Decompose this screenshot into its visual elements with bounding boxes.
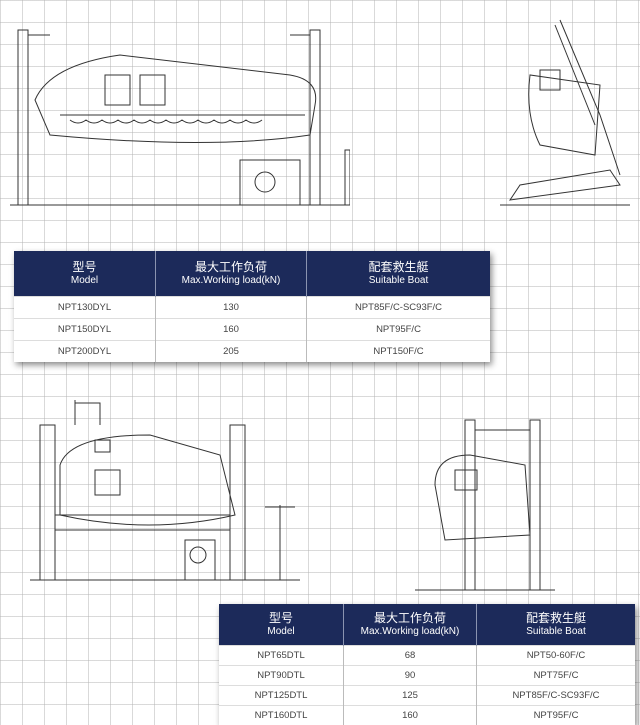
header-zh: 型号 — [220, 611, 342, 626]
cell-model: NPT125DTL — [219, 686, 344, 706]
header-zh: 最大工作负荷 — [345, 611, 475, 626]
cell-boat: NPT75F/C — [477, 666, 636, 686]
cell-load: 160 — [344, 706, 477, 725]
cell-model: NPT150DYL — [14, 319, 156, 341]
header-en: Suitable Boat — [308, 275, 489, 288]
cell-load: 130 — [156, 297, 307, 319]
cell-model: NPT130DYL — [14, 297, 156, 319]
header-en: Model — [15, 275, 154, 288]
cell-model: NPT160DTL — [219, 706, 344, 725]
header-en: Model — [220, 626, 342, 639]
header-zh: 最大工作负荷 — [157, 260, 305, 275]
davit-side-view-drawing-1 — [10, 20, 350, 210]
cell-boat: NPT95F/C — [307, 319, 491, 341]
cell-boat: NPT85F/C-SC93F/C — [477, 686, 636, 706]
cell-load: 90 — [344, 666, 477, 686]
cell-load: 68 — [344, 646, 477, 666]
cell-model: NPT90DTL — [219, 666, 344, 686]
header-en: Max.Working load(kN) — [345, 626, 475, 639]
cell-boat: NPT150F/C — [307, 341, 491, 363]
cell-model: NPT200DYL — [14, 341, 156, 363]
header-en: Suitable Boat — [478, 626, 634, 639]
cell-load: 125 — [344, 686, 477, 706]
cell-model: NPT65DTL — [219, 646, 344, 666]
header-zh: 型号 — [15, 260, 154, 275]
davit-end-view-drawing-1 — [500, 15, 630, 210]
davit-end-view-drawing-2 — [415, 415, 555, 595]
header-zh: 配套救生艇 — [308, 260, 489, 275]
davit-side-view-drawing-2 — [30, 395, 300, 585]
header-zh: 配套救生艇 — [478, 611, 634, 626]
cell-boat: NPT95F/C — [477, 706, 636, 725]
cell-boat: NPT85F/C-SC93F/C — [307, 297, 491, 319]
header-en: Max.Working load(kN) — [157, 275, 305, 288]
cell-load: 160 — [156, 319, 307, 341]
cell-load: 205 — [156, 341, 307, 363]
cell-boat: NPT50-60F/C — [477, 646, 636, 666]
